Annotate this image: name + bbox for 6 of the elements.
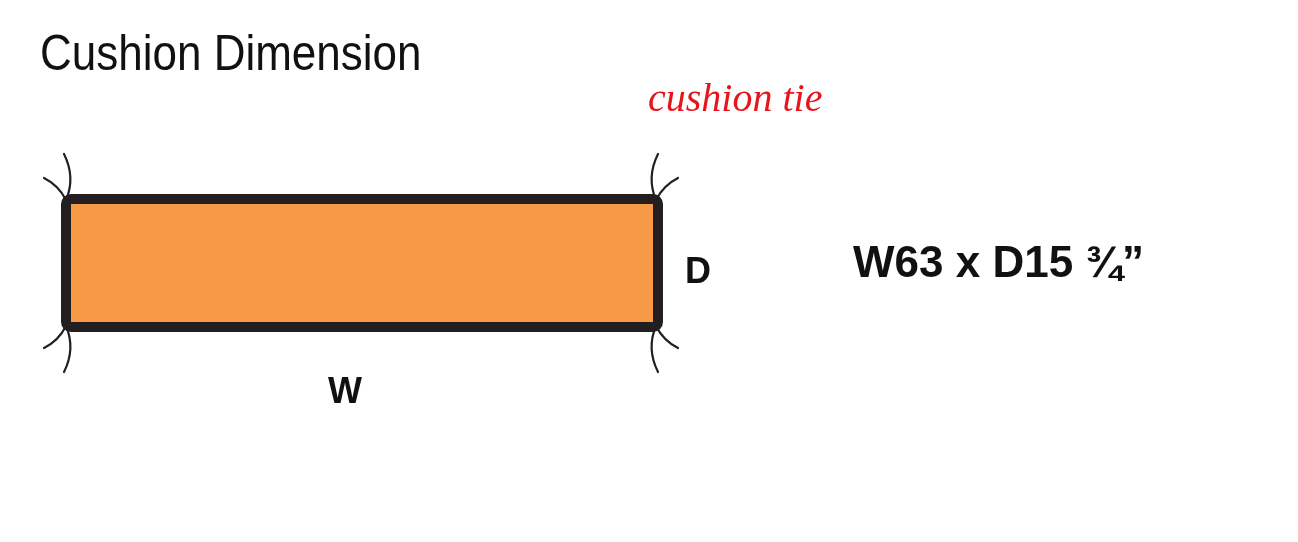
cushion-box bbox=[61, 194, 663, 332]
title: Cushion Dimension bbox=[40, 24, 422, 82]
dimension-text: W63 x D15 ¾” bbox=[853, 240, 1145, 284]
width-label: W bbox=[328, 373, 362, 409]
depth-label: D bbox=[685, 253, 711, 289]
tie-label: cushion tie bbox=[648, 78, 823, 118]
